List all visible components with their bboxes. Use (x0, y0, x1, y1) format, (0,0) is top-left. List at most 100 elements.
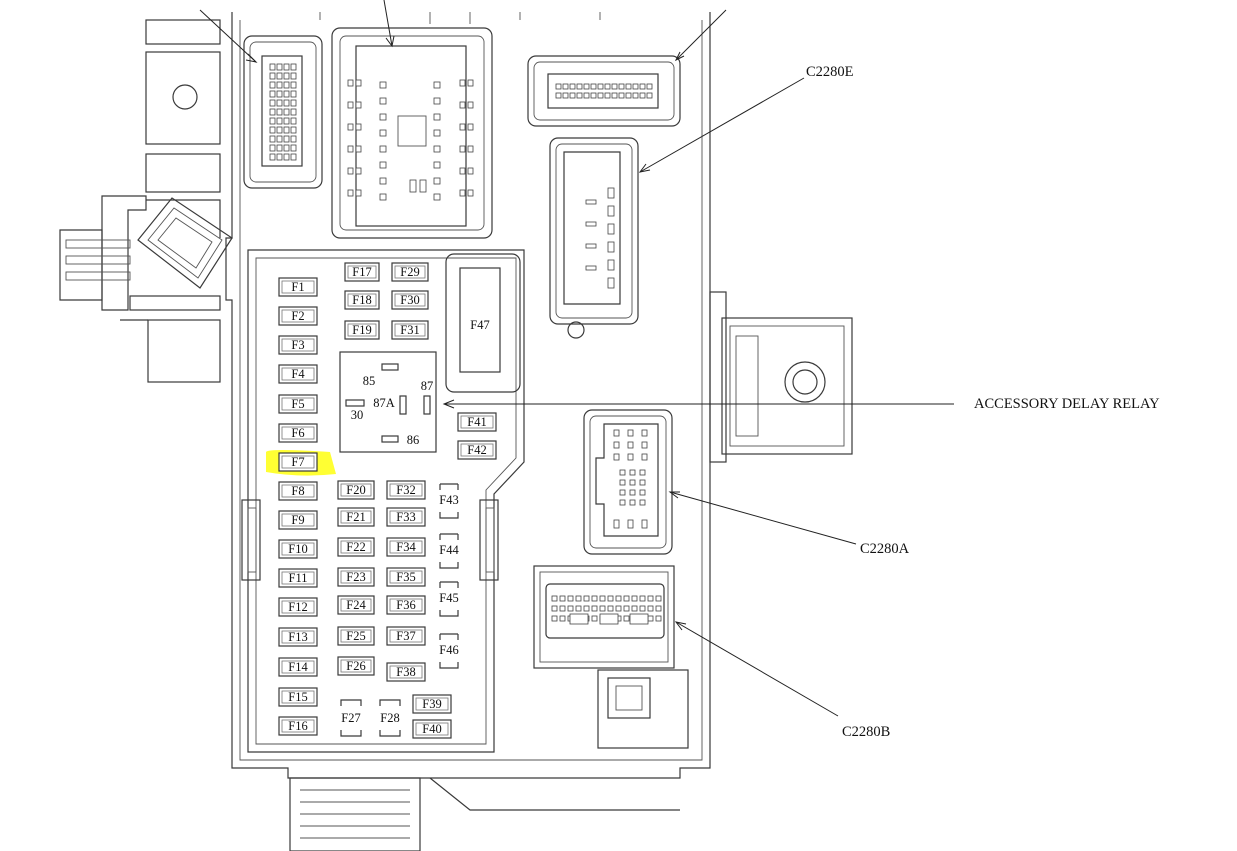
connector-pin (639, 469, 646, 476)
connector-pin (459, 145, 466, 153)
connector-pin (639, 489, 646, 496)
connector-pin (355, 145, 362, 153)
connector-pin (575, 595, 582, 602)
connector-pin (269, 99, 276, 107)
fuse-f41: F41 (457, 412, 497, 432)
fuse-f2: F2 (278, 306, 318, 326)
fuse-f3: F3 (278, 335, 318, 355)
callout-accessory-delay-relay: ACCESSORY DELAY RELAY (974, 396, 1160, 412)
connector-pin (379, 145, 387, 153)
fuse-label-f27: F27 (341, 711, 360, 725)
fuse-f10: F10 (278, 539, 318, 559)
connector-pin (591, 595, 598, 602)
connector-pin (583, 595, 590, 602)
connector-pin (607, 187, 615, 199)
connector-pin (623, 605, 630, 612)
connector-pin (597, 83, 604, 90)
fuse-f9: F9 (278, 510, 318, 530)
connector-pin (269, 135, 276, 143)
top-left-connector (243, 35, 323, 189)
fuse-label-f19: F19 (352, 323, 371, 337)
connector-pin (590, 83, 597, 90)
connector-pin (559, 615, 566, 622)
connector-pin (632, 83, 639, 90)
fuse-f42: F42 (457, 440, 497, 460)
connector-c2280d (549, 137, 639, 339)
fuse-label-f4: F4 (291, 367, 305, 381)
connector-pin (655, 615, 662, 622)
connector-pin (269, 117, 276, 125)
fuse-f43: F43 (439, 483, 459, 519)
connector-pin (585, 265, 597, 271)
connector-pin (627, 453, 634, 461)
connector-pin (290, 153, 297, 161)
fuse-f33: F33 (386, 507, 426, 527)
callout-c2280b: C2280B (842, 724, 890, 740)
connector-c2280e (527, 55, 681, 127)
connector-pin (433, 145, 441, 153)
connector-pin (269, 108, 276, 116)
connector-pin (467, 167, 474, 175)
fuse-f40: F40 (412, 719, 452, 739)
fuse-f22: F22 (337, 537, 375, 557)
connector-pin (618, 92, 625, 99)
fuse-label-f8: F8 (291, 484, 304, 498)
connector-pin (591, 605, 598, 612)
connector-pin (433, 161, 441, 169)
connector-pin (269, 72, 276, 80)
connector-pin (555, 92, 562, 99)
connector-pin (625, 92, 632, 99)
fuse-label-f5: F5 (291, 397, 304, 411)
connector-pin (607, 595, 614, 602)
connector-pin (276, 144, 283, 152)
connector-pin (629, 489, 636, 496)
connector-pin (467, 79, 474, 87)
fuse-label-f34: F34 (396, 540, 416, 554)
connector-pin (290, 81, 297, 89)
relay-pin-87: 87 (421, 379, 434, 393)
connector-pin (276, 72, 283, 80)
connector-pin (615, 595, 622, 602)
fuse-label-f21: F21 (346, 510, 365, 524)
connector-pin (459, 101, 466, 109)
relay-pin-85: 85 (363, 374, 376, 388)
connector-pin (467, 123, 474, 131)
fuse-label-f44: F44 (439, 543, 459, 557)
fuse-f32: F32 (386, 480, 426, 500)
connector-pin (459, 167, 466, 175)
connector-pin (347, 101, 354, 109)
fuse-label-f38: F38 (396, 665, 415, 679)
connector-pin (585, 199, 597, 205)
relay-pin-87a: 87A (373, 396, 395, 410)
fuse-label-f39: F39 (422, 697, 441, 711)
fuse-f1: F1 (278, 277, 318, 297)
connector-pin (607, 241, 615, 253)
connector-pin (290, 72, 297, 80)
connector-pin (604, 92, 611, 99)
connector-pin (269, 90, 276, 98)
connector-pin (625, 83, 632, 90)
fuse-label-f9: F9 (291, 513, 304, 527)
connector-pin (632, 92, 639, 99)
connector-pin (639, 605, 646, 612)
connector-pin (623, 615, 630, 622)
connector-pin (433, 113, 441, 121)
fuse-f16: F16 (278, 716, 318, 736)
connector-pin (419, 179, 427, 193)
fuse-panel (241, 249, 525, 753)
fuse-label-f42: F42 (467, 443, 486, 457)
connector-pin (583, 605, 590, 612)
connector-pin (551, 615, 558, 622)
fuse-label-f18: F18 (352, 293, 371, 307)
connector-pin (276, 117, 283, 125)
connector-pin (433, 129, 441, 137)
connector-pin (283, 72, 290, 80)
fuse-label-f16: F16 (288, 719, 307, 733)
connector-pin (269, 63, 276, 71)
connector-pin (647, 605, 654, 612)
connector-pin (290, 126, 297, 134)
fuse-f21: F21 (337, 507, 375, 527)
fuse-f29: F29 (391, 262, 429, 282)
connector-pin (347, 189, 354, 197)
fuse-label-f28: F28 (380, 711, 399, 725)
